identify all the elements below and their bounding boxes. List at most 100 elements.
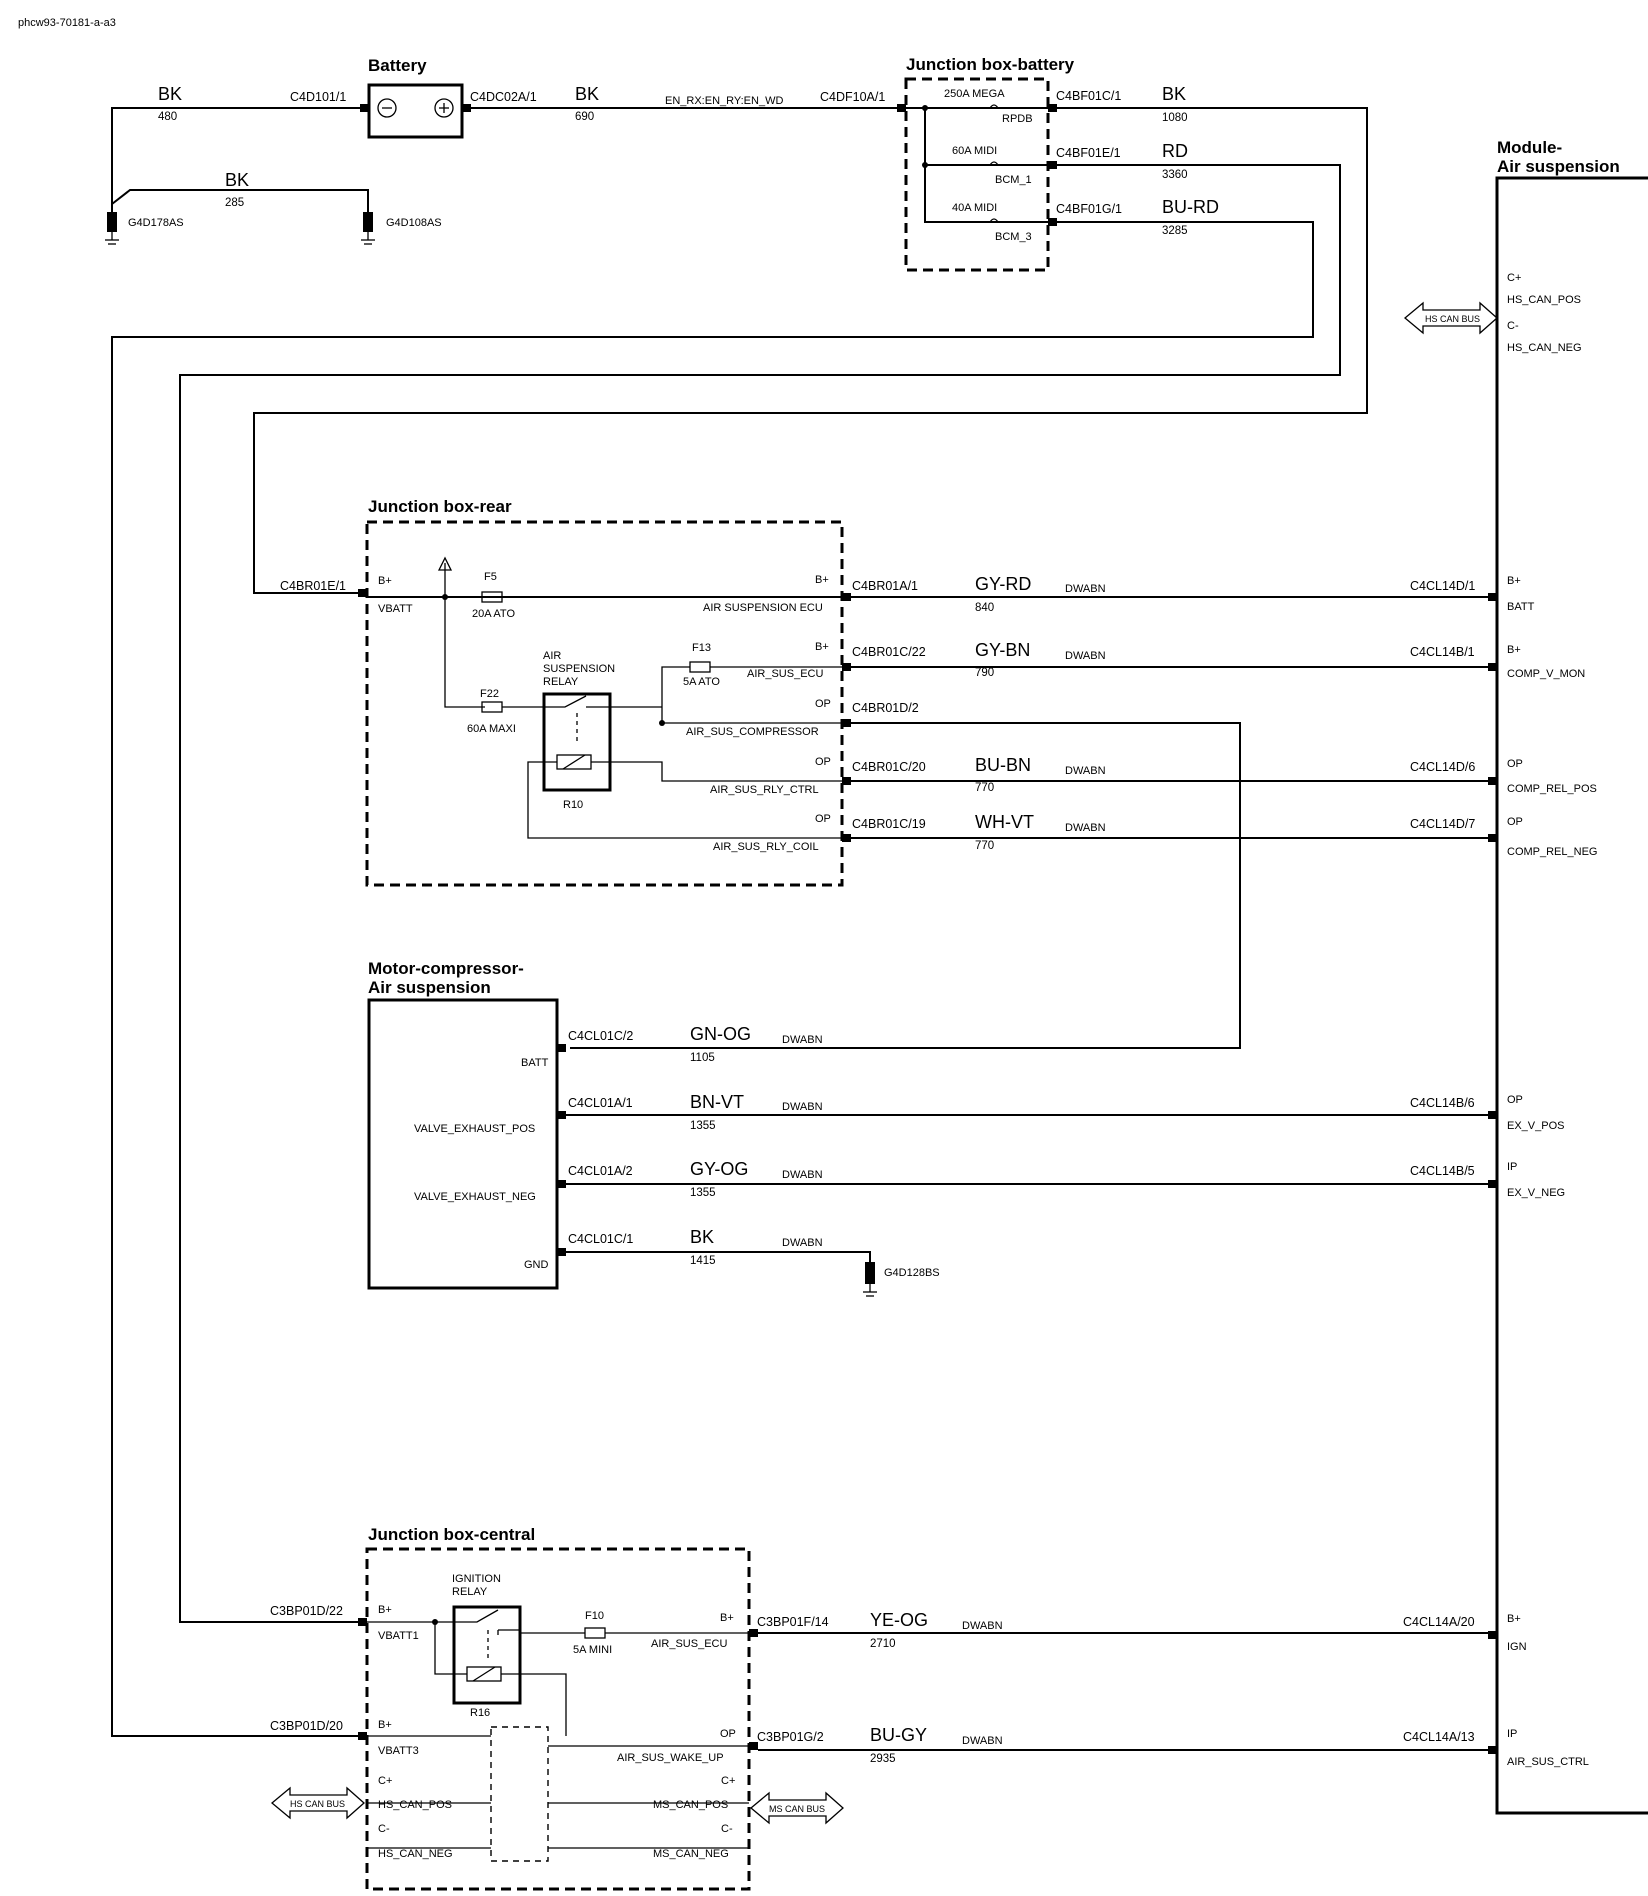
module-title-1: Module-	[1497, 138, 1562, 157]
wire-gyog-num: 1355	[690, 1187, 716, 1199]
conn-c4dc02a: C4DC02A/1	[470, 90, 537, 104]
conn-c4cl01a1: C4CL01A/1	[568, 1096, 633, 1110]
conn-c4cl01a2: C4CL01A/2	[568, 1164, 633, 1178]
central-in2-t: B+	[378, 1719, 392, 1731]
conn-c4bf01c: C4BF01C/1	[1056, 89, 1121, 103]
conn-c4bf01e: C4BF01E/1	[1056, 146, 1121, 160]
battery-symbol	[367, 83, 464, 139]
conn-c3bp01f14: C3BP01F/14	[757, 1615, 829, 1629]
mod-p2-t: B+	[1507, 644, 1521, 656]
wire-bugy-dw: DWABN	[962, 1735, 1003, 1747]
hs-can-bus-label-left: HS CAN BUS	[290, 1799, 345, 1809]
relay-r10: R10	[563, 799, 583, 811]
wire-bk690-color: BK	[575, 84, 599, 104]
wire-gyog-dw: DWABN	[782, 1169, 823, 1181]
motor-title-2: Air suspension	[368, 978, 491, 997]
battery-pos-terminal	[434, 98, 454, 118]
module-cminus: C-	[1507, 320, 1519, 332]
fuse-60a: 60A MIDI	[952, 145, 997, 157]
wire-gyrd-dw: DWABN	[1065, 583, 1106, 595]
module-hs-can-pos: HS_CAN_POS	[1507, 294, 1581, 306]
rear-o1-type: B+	[815, 574, 829, 586]
ms-can-bus-arrow	[749, 1791, 844, 1825]
ignition-relay	[452, 1605, 522, 1705]
conn-c4bf01g: C4BF01G/1	[1056, 202, 1122, 216]
wire-whvt-num: 770	[975, 840, 994, 852]
mod-p7-t: B+	[1507, 1613, 1521, 1625]
wire-bk480-color: BK	[158, 84, 182, 104]
motor-m2-name: VALVE_EXHAUST_POS	[414, 1123, 535, 1135]
central-o1-t: B+	[720, 1612, 734, 1624]
fuse-f22-rating: 60A MAXI	[467, 723, 516, 735]
jb-central-title: Junction box-central	[368, 1525, 535, 1544]
wire-gnog-color: GN-OG	[690, 1024, 751, 1044]
wire-bnvt-num: 1355	[690, 1120, 716, 1132]
junction-box-central: Junction box-central C3BP01D/22 C3BP01D/…	[270, 1525, 844, 1891]
motor-m1-name: BATT	[521, 1057, 549, 1069]
rear-o2-name: AIR_SUS_ECU	[747, 668, 823, 680]
rear-o3-type: OP	[815, 698, 831, 710]
module-air-suspension: Module- Air suspension C+ HS_CAN_POS C- …	[1403, 138, 1648, 1815]
conn-c4cl14b6: C4CL14B/6	[1410, 1096, 1475, 1110]
relay-r16: R16	[470, 1707, 490, 1719]
motor-compressor: Motor-compressor- Air suspension BATT VA…	[367, 959, 1497, 1297]
battery-title: Battery	[368, 56, 427, 75]
relay-label-1: AIR	[543, 650, 561, 662]
conn-c3bp01d20: C3BP01D/20	[270, 1719, 343, 1733]
central-msneg: MS_CAN_NEG	[653, 1848, 729, 1860]
central-in2-n: VBATT3	[378, 1745, 419, 1757]
wire-bnvt-dw: DWABN	[782, 1101, 823, 1113]
mod-p8-t: IP	[1507, 1728, 1517, 1740]
ign-relay-1: IGNITION	[452, 1573, 501, 1585]
wire-bk1415-num: 1415	[690, 1255, 716, 1267]
mod-p5-n: EX_V_POS	[1507, 1120, 1564, 1132]
fuse-f5-rating: 20A ATO	[472, 608, 515, 620]
wire-bubn-color: BU-BN	[975, 755, 1031, 775]
mod-p1-t: B+	[1507, 575, 1521, 587]
wire-bk1080-num: 1080	[1162, 112, 1188, 124]
hs-can-bus-arrow-right	[1403, 301, 1498, 335]
wire-bk1080-color: BK	[1162, 84, 1186, 104]
motor-m3-name: VALVE_EXHAUST_NEG	[414, 1191, 536, 1203]
central-cplus-r: C+	[721, 1775, 735, 1787]
rear-o2-type: B+	[815, 641, 829, 653]
mod-p4-n: COMP_REL_NEG	[1507, 846, 1597, 858]
fuse-f10-label: F10	[585, 1610, 604, 1622]
fuse-f5	[481, 591, 503, 603]
wire-whvt-dw: DWABN	[1065, 822, 1106, 834]
conn-c4cl14d6: C4CL14D/6	[1410, 760, 1475, 774]
conn-c4cl14d7: C4CL14D/7	[1410, 817, 1475, 831]
module-title-2: Air suspension	[1497, 157, 1620, 176]
conn-c4br01c19: C4BR01C/19	[852, 817, 926, 831]
rear-o5-name: AIR_SUS_RLY_COIL	[713, 841, 819, 853]
wire-burd3285-color: BU-RD	[1162, 197, 1219, 217]
wire-rd3360-num: 3360	[1162, 169, 1188, 181]
battery-section: Battery BK 480 C4D101/1 BK 285 G4D178AS …	[105, 56, 906, 245]
central-mspos: MS_CAN_POS	[653, 1799, 728, 1811]
wire-bk285-color: BK	[225, 170, 249, 190]
junction-box-battery: Junction box-battery 250A MEGA RPDB 60A …	[111, 55, 1368, 1737]
conn-c3bp01d22: C3BP01D/22	[270, 1604, 343, 1618]
mod-p3-t: OP	[1507, 758, 1523, 770]
wire-bugy-num: 2935	[870, 1753, 896, 1765]
wire-gyog-color: GY-OG	[690, 1159, 748, 1179]
module-pin-labels: B+ BATT B+ COMP_V_MON OP COMP_REL_POS OP…	[1488, 575, 1597, 1768]
conn-c4br01c22: C4BR01C/22	[852, 645, 926, 659]
central-to-module-wires: C3BP01F/14 YE-OG 2710 DWABN C4CL14A/20 C…	[757, 1610, 1497, 1765]
rear-vbatt: VBATT	[378, 603, 413, 615]
fuse-rpdb: RPDB	[1002, 113, 1033, 125]
motor-m4-name: GND	[524, 1259, 549, 1271]
wire-rd3360-color: RD	[1162, 141, 1188, 161]
wire-bubn-dw: DWABN	[1065, 765, 1106, 777]
ground-g4d128bs: G4D128BS	[884, 1267, 940, 1279]
wire-bk285-num: 285	[225, 197, 244, 209]
conn-c4cl01c2: C4CL01C/2	[568, 1029, 633, 1043]
rear-o3-name: AIR_SUS_COMPRESSOR	[686, 726, 819, 738]
wire-gybn-dw: DWABN	[1065, 650, 1106, 662]
battery-neg-terminal	[377, 98, 397, 118]
fuse-f13	[689, 661, 711, 673]
fuse-bcm3: BCM_3	[995, 231, 1032, 243]
central-o2-t: OP	[720, 1728, 736, 1740]
diagram-id: phcw93-70181-a-a3	[18, 17, 116, 29]
wire-bubn-num: 770	[975, 782, 994, 794]
